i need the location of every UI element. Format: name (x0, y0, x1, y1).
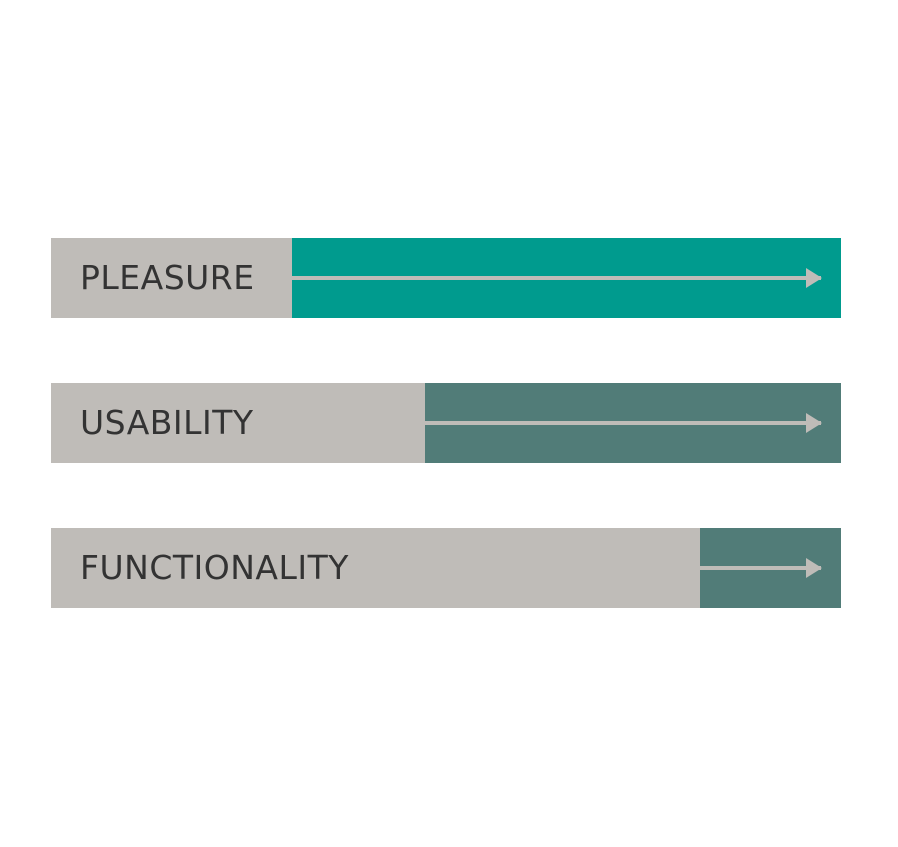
bar-pleasure: PLEASURE (51, 238, 841, 318)
bar-fill (700, 528, 841, 608)
bar-usability: USABILITY (51, 383, 841, 463)
arrow-icon (291, 268, 823, 288)
bar-fill (291, 238, 841, 318)
bar-label: FUNCTIONALITY (80, 548, 349, 587)
bar-label: USABILITY (80, 403, 254, 442)
arrow-icon (700, 558, 822, 578)
arrow-icon (424, 413, 823, 433)
bar-label: PLEASURE (80, 258, 255, 297)
bar-functionality: FUNCTIONALITY (51, 528, 841, 608)
bar-fill (424, 383, 841, 463)
